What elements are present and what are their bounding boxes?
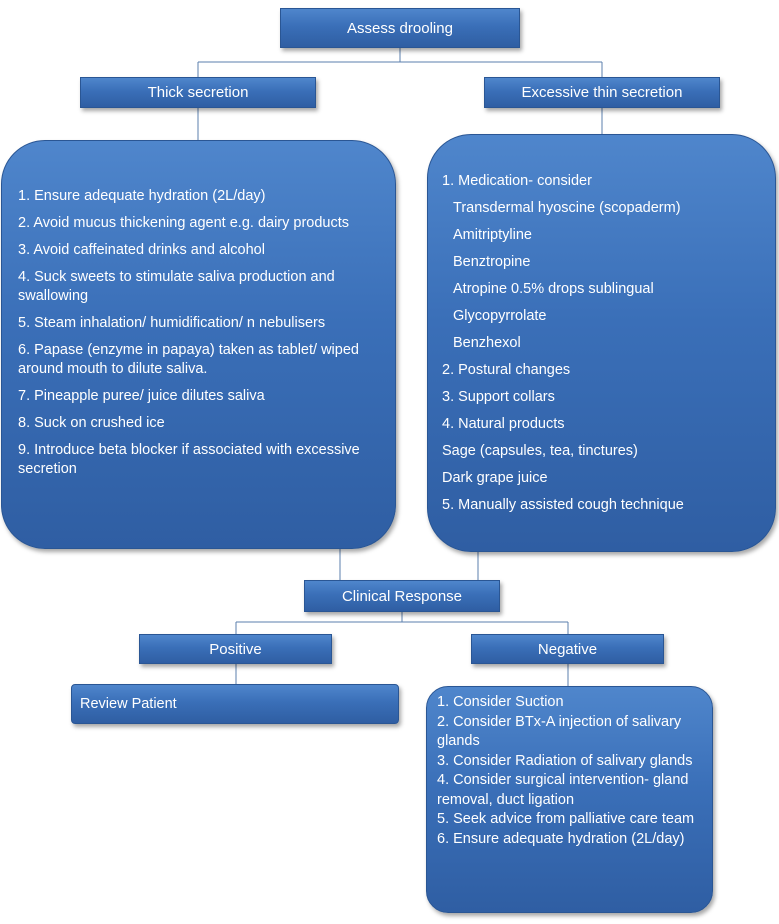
clinical-response-box: Clinical Response (304, 580, 500, 612)
negative-actions-panel: 1. Consider Suction 2. Consider BTx-A in… (426, 686, 713, 913)
review-patient-box: Review Patient (71, 684, 399, 724)
list-item: 4. Suck sweets to stimulate saliva produ… (18, 269, 335, 304)
list-item: Sage (capsules, tea, tinctures) (442, 443, 638, 459)
list-item: Benzhexol (453, 335, 521, 351)
thick-secretion-panel: 1. Ensure adequate hydration (2L/day) 2.… (1, 140, 396, 549)
list-item: Glycopyrrolate (453, 308, 547, 324)
list-item: 1. Consider Suction (437, 694, 564, 710)
positive-label: Positive (209, 640, 262, 658)
list-item: 9. Introduce beta blocker if associated … (18, 442, 360, 477)
list-item: 4. Consider surgical intervention- gland… (437, 772, 689, 808)
thick-secretion-box: Thick secretion (80, 77, 316, 108)
list-item: 3. Avoid caffeinated drinks and alcohol (18, 242, 265, 258)
thick-secretion-label: Thick secretion (147, 84, 249, 101)
list-item: 3. Consider Radiation of salivary glands (437, 752, 693, 769)
thin-secretion-list: 1. Medication- consider Transdermal hyos… (442, 172, 767, 515)
list-item: Transdermal hyoscine (scopaderm) (453, 200, 681, 216)
list-item: 1. Medication- consider (442, 173, 592, 189)
thin-secretion-box: Excessive thin secretion (484, 77, 720, 108)
negative-actions-list: 1. Consider Suction 2. Consider BTx-A in… (437, 693, 702, 849)
list-item: Atropine 0.5% drops sublingual (453, 281, 654, 297)
list-item: 5. Manually assisted cough technique (442, 497, 684, 513)
thin-secretion-label: Excessive thin secretion (521, 84, 683, 101)
list-item: 6. Ensure adequate hydration (2L/day) (437, 830, 685, 847)
clinical-response-label: Clinical Response (341, 587, 463, 605)
assess-drooling-label: Assess drooling (347, 19, 453, 37)
list-item: 2. Consider BTx-A injection of salivary … (437, 713, 682, 750)
review-patient-label: Review Patient (80, 696, 177, 712)
list-item: 6. Papase (enzyme in papaya) taken as ta… (18, 342, 359, 377)
list-item: Dark grape juice (442, 470, 548, 486)
positive-box: Positive (139, 634, 332, 664)
list-item: 4. Natural products (442, 416, 565, 432)
list-item: Benztropine (453, 254, 531, 270)
list-item: 5. Seek advice from palliative care team (437, 811, 695, 827)
connector-panels-to-clinical (339, 549, 479, 580)
list-item: 1. Ensure adequate hydration (2L/day) (18, 188, 266, 204)
list-item: 7. Pineapple puree/ juice dilutes saliva (18, 388, 265, 404)
list-item: 3. Support collars (442, 389, 555, 405)
list-item: 2. Avoid mucus thickening agent e.g. dai… (18, 215, 350, 231)
assess-drooling-box: Assess drooling (280, 8, 520, 48)
list-item: 2. Postural changes (442, 362, 571, 378)
thick-secretion-list: 1. Ensure adequate hydration (2L/day) 2.… (18, 187, 368, 479)
connector-clinical-to-outcomes (235, 612, 569, 634)
list-item: 8. Suck on crushed ice (18, 415, 165, 431)
negative-label: Negative (537, 640, 598, 658)
list-item: 5. Steam inhalation/ humidification/ n n… (18, 315, 326, 331)
negative-box: Negative (471, 634, 664, 664)
thin-secretion-panel: 1. Medication- consider Transdermal hyos… (427, 134, 776, 552)
list-item: Amitriptyline (453, 227, 532, 243)
connector-assess-to-branches (197, 48, 603, 78)
